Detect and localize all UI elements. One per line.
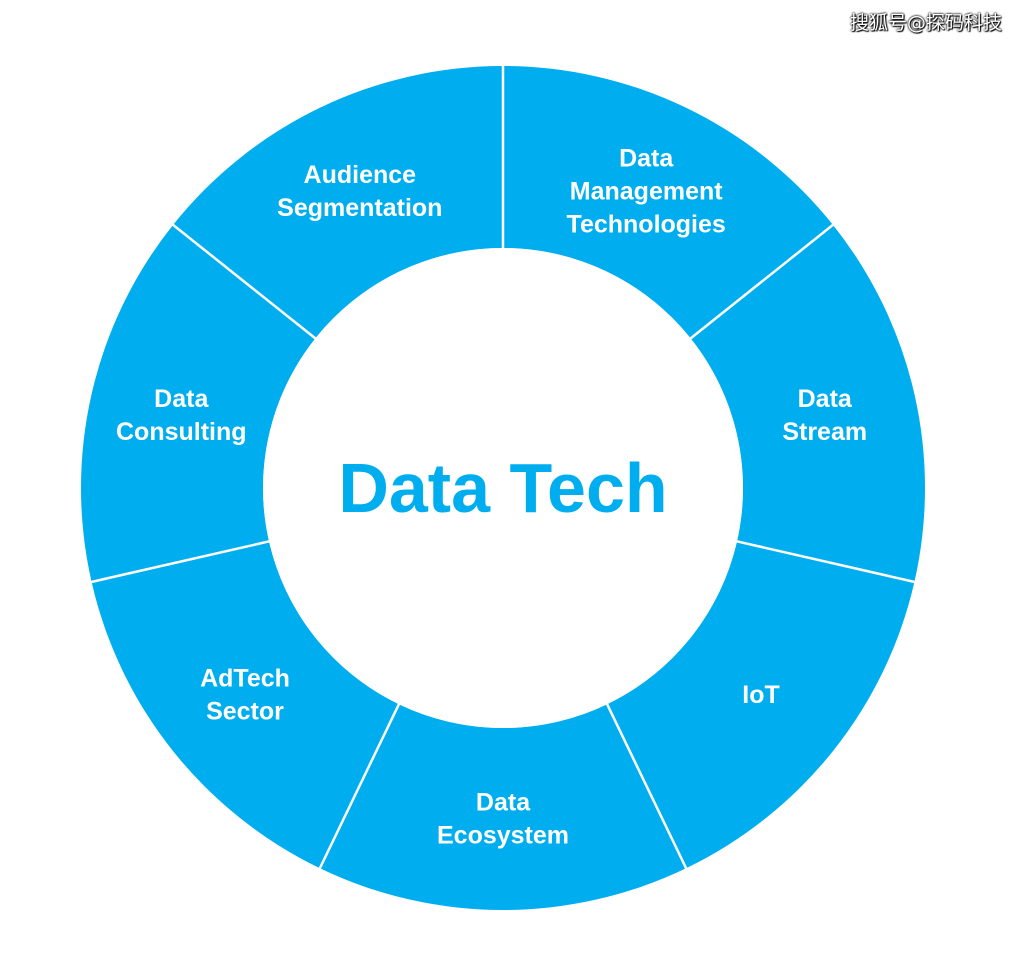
ring-segment-label-line: AdTech	[200, 664, 290, 692]
ring-segments	[81, 66, 925, 911]
ring-segment-label-line: Stream	[782, 418, 867, 446]
ring-divider-2	[688, 222, 836, 341]
ring-segment-label-line: Data	[154, 385, 209, 413]
ring-divider-3	[734, 539, 917, 584]
ring-segment-7	[173, 66, 503, 339]
ring-segment-label-line: Consulting	[116, 418, 247, 446]
ring-segment-3	[607, 541, 915, 869]
watermark: 搜狐号@探码科技	[849, 12, 1002, 34]
ring-segment-2	[690, 224, 925, 582]
ring-segment-label-line: IoT	[742, 681, 780, 709]
ring-segment-label-line: Data	[619, 145, 674, 173]
ring-segment-label-line: Data	[798, 385, 853, 413]
ring-divider-5	[317, 701, 401, 871]
ring-segment-6	[81, 224, 316, 582]
ring-segment-label-line: Sector	[206, 697, 284, 725]
ring-segment-label-line: Technologies	[567, 211, 726, 239]
ring-segment-label-line: Ecosystem	[437, 822, 569, 850]
ring-segment-4	[319, 704, 687, 911]
ring-divider-4	[605, 701, 689, 871]
ring-segment-label-line: Segmentation	[277, 194, 442, 222]
ring-segment-label-line: Audience	[304, 161, 417, 189]
ring-divider-7	[170, 222, 318, 341]
ring-segment-label-3: IoT	[742, 681, 780, 709]
center-disc	[263, 248, 743, 728]
center-label: Data Tech	[338, 449, 667, 527]
ring-segment-5	[91, 541, 399, 869]
ring-dividers	[89, 64, 917, 871]
ring-segment-1	[503, 66, 833, 339]
ring-segment-label-line: Data	[476, 789, 531, 817]
ring-segment-label-line: Management	[570, 178, 723, 206]
ring-divider-6	[89, 539, 272, 584]
